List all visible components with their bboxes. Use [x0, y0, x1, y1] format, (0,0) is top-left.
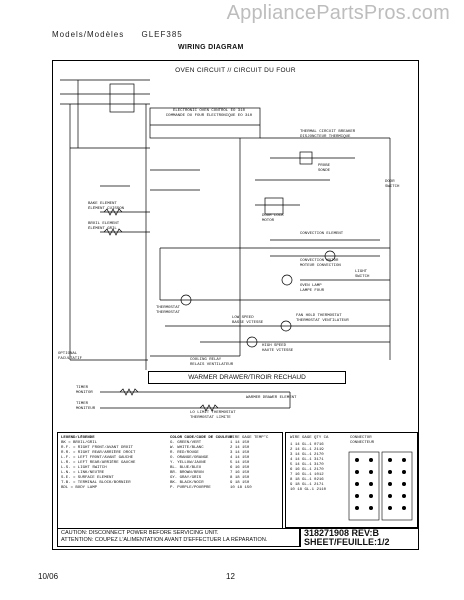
part-number-box: 318271908 REV:B SHEET/FEUILLE:1/2	[300, 528, 418, 547]
color-item: G. GREEN/VERT	[170, 441, 202, 445]
wire-table-row: 3 14 150	[230, 451, 250, 455]
wire-table-row: 1 14 150	[230, 441, 250, 445]
page-title: WIRING DIAGRAM	[178, 44, 244, 51]
connector-label: CONNECTOR CONNECTEUR	[350, 436, 375, 445]
door-lock-label: DOOR LOCK MOTOR	[262, 214, 284, 223]
wire-table: WIRE GAGE TEMP°C 1 14 150 2 14 150 3 14 …	[230, 436, 268, 491]
sheet-number: SHEET/FEUILLE:1/2	[304, 537, 390, 547]
legend-item: S.E. = SURFACE ELEMENT	[61, 476, 114, 480]
wire-table-row: 10 18 150	[230, 486, 252, 490]
part-number: 318271908 REV:B	[304, 528, 380, 538]
legend-left-column: LEGEND/LÉGENDE BK = BROIL/GRIL R.F. = RI…	[61, 436, 135, 491]
wire-table-row: 6 16 150	[230, 466, 250, 470]
convection-motor-label: CONVECTION MOTOR MOTEUR CONVECTION	[300, 259, 341, 268]
footer-date: 10/06	[38, 572, 59, 581]
legend-item: L.F. = LEFT FRONT/AVANT GAUCHE	[61, 456, 134, 460]
warmer-element-label: WARMER DRAWER ELEMENT	[246, 396, 297, 400]
door-switch-label: DOOR SWITCH	[385, 180, 400, 189]
wire-table-row: 8 18 150	[230, 476, 250, 480]
cooling-relay-label: COOLING RELAY RELAIS VENTILATEUR	[190, 358, 234, 367]
legend-item: L.R. = LEFT REAR/ARRIÈRE GAUCHE	[61, 461, 136, 465]
color-code-column: COLOR CODE/CODE DE COULEUR G. GREEN/VERT…	[170, 436, 232, 491]
broil-element-label: BROIL ELEMENT ÉLÉMENT GRIL	[88, 222, 120, 231]
wire-table-head: WIRE GAGE TEMP°C	[230, 436, 268, 441]
color-item: P. PURPLE/POURPRE	[170, 486, 211, 490]
oven-circuit-title: OVEN CIRCUIT // CIRCUIT DU FOUR	[175, 67, 296, 74]
thermal-breaker-label: THERMAL CIRCUIT BREAKER DISJONCTEUR THER…	[300, 130, 356, 139]
caution-text: CAUTION: DISCONNECT POWER BEFORE SERVICI…	[58, 529, 299, 545]
optional-label: OPTIONAL FACULTATIF	[58, 352, 83, 361]
probe-label: PROBE SONDE	[318, 164, 331, 173]
convection-element-label: CONVECTION ELEMENT	[300, 232, 344, 236]
warmer-drawer-title: WARMER DRAWER/TIROIR RECHAUD	[148, 371, 346, 384]
limiter-label: LO LIMIT THERMOSTAT THERMOSTAT LIMITE	[190, 411, 236, 420]
color-item: Y. YELLOW/JAUNE	[170, 461, 207, 465]
color-item: O. ORANGE/ORANGE	[170, 456, 209, 460]
wiring-diagram-frame: OVEN CIRCUIT // CIRCUIT DU FOUR	[52, 60, 419, 550]
wire-table-row: 9 18 150	[230, 481, 250, 485]
color-item: R. RED/ROUGE	[170, 451, 199, 455]
legend-box: LEGEND/LÉGENDE BK = BROIL/GRIL R.F. = RI…	[57, 432, 283, 538]
temp-col-head: TEMP°C	[254, 436, 269, 440]
gage-col-head: GAGE	[242, 436, 252, 440]
legend-item: R.R. = RIGHT REAR/ARRIÈRE DROIT	[61, 451, 136, 455]
legend-item: T.B. = TERMINAL BLOCK/BORNIER	[61, 481, 131, 485]
connector-table-rows: 1 14 GL-1 0716 2 14 GL-1 2119 3 14 GL-1 …	[290, 443, 327, 492]
connector-pin-grid	[348, 451, 413, 521]
legend-title: LEGEND/LÉGENDE	[61, 436, 95, 440]
model-header: Models/Modèles GLEF385	[52, 30, 183, 39]
legend-item: L.S. = LIGHT SWITCH	[61, 466, 107, 470]
low-speed-label: LOW SPEED BASSE VITESSE	[232, 316, 264, 325]
timer-monitor-label: TIMER MONITOR	[76, 386, 93, 395]
oven-lamp-label: OVEN LAMP LAMPE FOUR	[300, 284, 325, 293]
color-item: GY. GRAY/GRIS	[170, 476, 202, 480]
control-label: ELECTRONIC OVEN CONTROL EO 310 COMMANDE …	[165, 109, 253, 118]
model-label: Models/Modèles	[52, 30, 125, 39]
wire-table-row: 7 16 150	[230, 471, 250, 475]
connector-table: WIRE GAGE QTY CA 1 14 GL-1 0716 2 14 GL-…	[285, 432, 418, 528]
color-code-title: COLOR CODE/CODE DE COULEUR	[170, 436, 233, 440]
fan-thermostat-label: FAN HOLD THERMOSTAT THERMOSTAT VENTILATE…	[296, 314, 349, 323]
caution-box: CAUTION: DISCONNECT POWER BEFORE SERVICI…	[57, 528, 300, 547]
legend-item: R.F. = RIGHT FRONT/AVANT DROIT	[61, 446, 134, 450]
color-item: BL. BLUE/BLEU	[170, 466, 202, 470]
wire-table-row: 5 14 150	[230, 461, 250, 465]
caution-line-fr: ATTENTION: COUPEZ L'ALIMENTATION AVANT D…	[61, 537, 268, 543]
color-item: BK. BLACK/NOIR	[170, 481, 204, 485]
watermark-text: AppliancePartsPros.com	[226, 2, 450, 24]
high-speed-label: HIGH SPEED HAUTE VITESSE	[262, 344, 294, 353]
bake-element-label: BAKE ELEMENT ÉLÉMENT CUISSON	[88, 202, 125, 211]
caution-line-en: CAUTION: DISCONNECT POWER BEFORE SERVICI…	[61, 530, 219, 536]
thermostat-label: THERMOSTAT THERMOSTAT	[156, 306, 181, 315]
model-number: GLEF385	[141, 30, 183, 39]
wire-table-row: 2 14 150	[230, 446, 250, 450]
legend-item: BDL = BODY LAMP	[61, 486, 98, 490]
light-switch-label: LIGHT SWITCH	[355, 270, 370, 279]
legend-item: L.N. = LINK/NEUTRE	[61, 471, 105, 475]
wire-table-row: 4 14 150	[230, 456, 250, 460]
color-item: BR. BROWN/BRUN	[170, 471, 204, 475]
timer-monitor-label-2: TIMER MONITEUR	[76, 402, 96, 411]
color-item: W. WHITE/BLANC	[170, 446, 204, 450]
wire-col-head: WIRE	[230, 436, 240, 440]
connector-table-head: WIRE GAGE QTY CA	[290, 436, 329, 440]
footer-page-number: 12	[226, 572, 235, 581]
legend-item: BK = BROIL/GRIL	[61, 441, 98, 445]
